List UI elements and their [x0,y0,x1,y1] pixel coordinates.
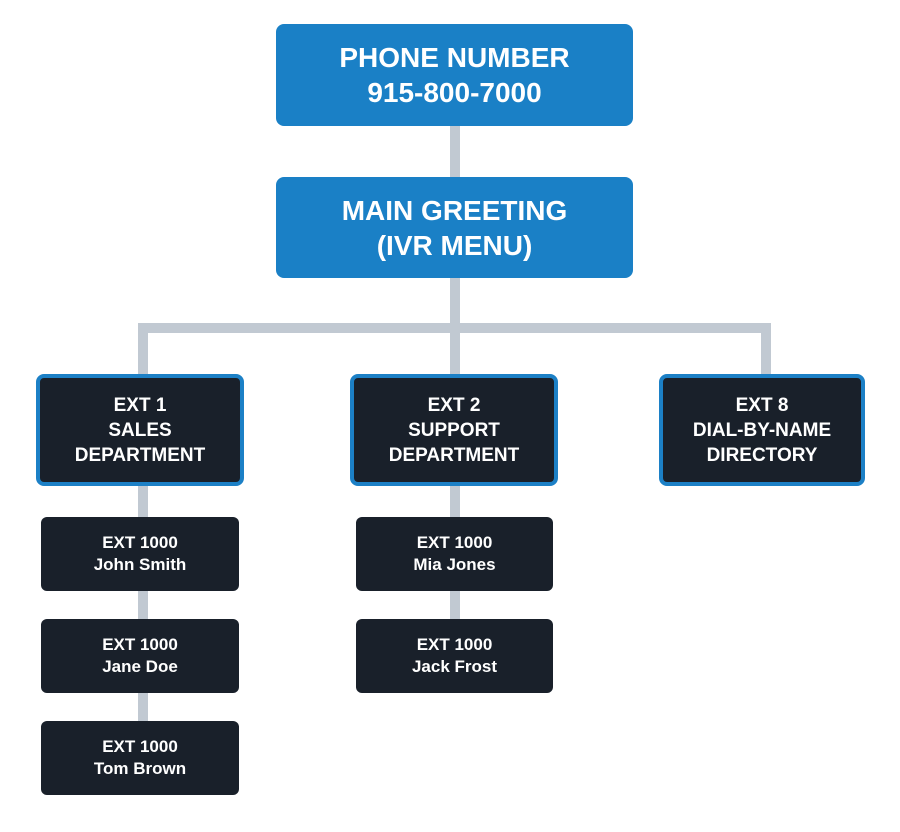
directory-label: DIRECTORY [706,444,818,466]
connector-to-directory [761,323,771,378]
extension-name: Tom Brown [93,759,187,778]
extension-john-smith: EXT 1000 John Smith [41,517,239,591]
extension-tom-brown: EXT 1000 Tom Brown [41,721,239,795]
support-department-label: DEPARTMENT [388,444,520,466]
main-greeting-title: MAIN GREETING [341,194,568,226]
directory-dial-by-name-label: DIAL-BY-NAME [692,419,832,441]
connector-greeting-down [450,276,460,328]
connector-sales-extensions [138,484,148,724]
extension-name: Jane Doe [102,657,178,676]
sales-label: SALES [108,419,172,441]
extension-number: EXT 1000 [416,635,493,654]
connector-phone-to-greeting [450,124,460,178]
phone-number-title: PHONE NUMBER [339,42,570,73]
sales-department-label: DEPARTMENT [74,444,206,466]
extension-number: EXT 1000 [416,533,493,552]
extension-jack-frost: EXT 1000 Jack Frost [356,619,553,693]
connector-to-support [450,323,460,378]
extension-name: Mia Jones [413,555,496,574]
support-department-node: EXT 2 SUPPORT DEPARTMENT [350,374,558,486]
extension-name: John Smith [93,555,187,574]
extension-mia-jones: EXT 1000 Mia Jones [356,517,553,591]
sales-department-node: EXT 1 SALES DEPARTMENT [36,374,244,486]
directory-node: EXT 8 DIAL-BY-NAME DIRECTORY [659,374,865,486]
extension-number: EXT 1000 [102,533,178,552]
support-label: SUPPORT [408,419,500,441]
main-greeting-node: MAIN GREETING (IVR MENU) [276,177,633,278]
main-greeting-subtitle: (IVR MENU) [376,229,533,261]
phone-number-value: 915-800-7000 [367,77,542,108]
directory-ext-label: EXT 8 [735,394,789,416]
connector-to-sales [138,323,148,378]
extension-name: Jack Frost [411,657,498,676]
phone-number-node: PHONE NUMBER 915-800-7000 [276,24,633,126]
extension-number: EXT 1000 [102,737,178,756]
sales-ext-label: EXT 1 [113,394,167,416]
extension-number: EXT 1000 [102,635,178,654]
support-ext-label: EXT 2 [427,394,481,416]
extension-jane-doe: EXT 1000 Jane Doe [41,619,239,693]
